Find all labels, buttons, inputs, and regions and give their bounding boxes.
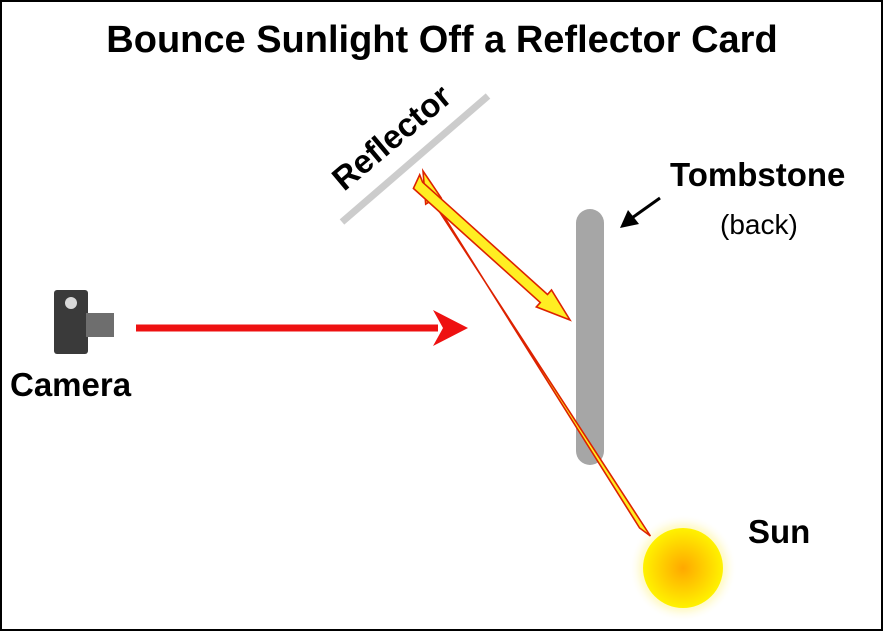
tombstone [576,209,604,465]
sun-icon [629,514,737,622]
camera-label: Camera [10,366,132,403]
sun-label: Sun [748,513,810,550]
camera-sight-arrow [136,310,468,346]
reflector-card [339,93,491,225]
tombstone-note: (back) [720,209,798,240]
diagram-title: Bounce Sunlight Off a Reflector Card [106,19,777,61]
sunlight-reflected-arrow [412,172,572,322]
camera-icon [54,290,114,354]
tombstone-pointer-arrow [620,196,661,228]
tombstone-label: Tombstone [670,156,845,193]
